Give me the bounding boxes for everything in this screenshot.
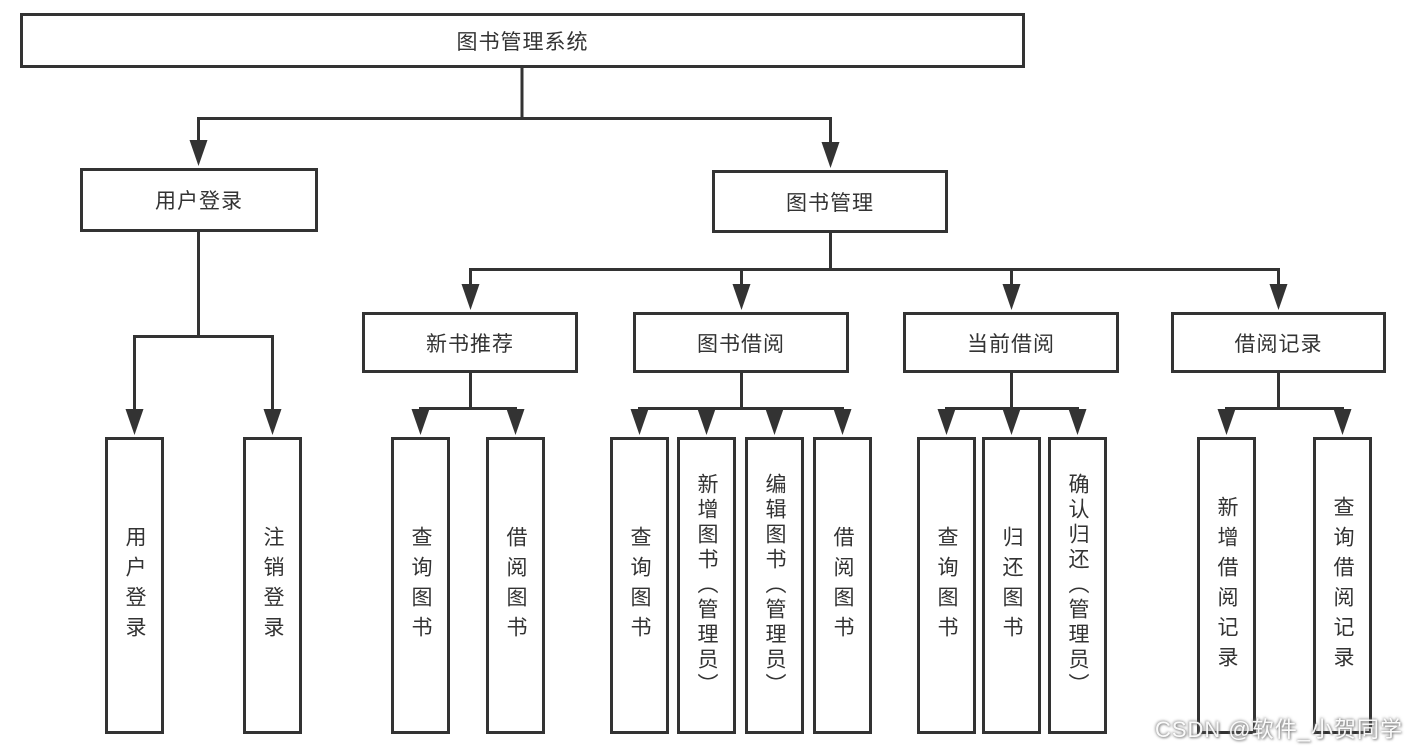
arrowhead xyxy=(461,284,480,310)
arrowhead xyxy=(697,409,716,435)
arrowhead xyxy=(506,409,525,435)
leaf-user-login: 用户登录 xyxy=(105,437,164,734)
leaf-query-books-2: 查询图书 xyxy=(610,437,669,734)
arrowhead xyxy=(1269,284,1288,310)
node-book-management: 图书管理 xyxy=(712,170,948,233)
leaf-add-books-admin: 新增图书（管理员） xyxy=(677,437,736,734)
leaf-query-books-3: 查询图书 xyxy=(917,437,976,734)
leaf-query-books-1: 查询图书 xyxy=(391,437,450,734)
csdn-watermark: CSDN @软件_小贺同学 xyxy=(1154,717,1403,742)
leaf-borrow-books-2: 借阅图书 xyxy=(813,437,872,734)
arrowhead xyxy=(1002,284,1021,310)
arrowhead xyxy=(1217,409,1236,435)
node-new-book-recommend: 新书推荐 xyxy=(362,312,578,373)
leaf-return-books: 归还图书 xyxy=(982,437,1041,734)
arrowhead xyxy=(821,142,840,168)
arrowhead xyxy=(1002,409,1021,435)
leaf-add-borrow-record: 新增借阅记录 xyxy=(1197,437,1256,734)
arrowhead xyxy=(263,409,282,435)
arrowhead xyxy=(630,409,649,435)
node-book-borrowing: 图书借阅 xyxy=(633,312,849,373)
arrowhead xyxy=(765,409,784,435)
node-borrowing-records: 借阅记录 xyxy=(1171,312,1386,373)
arrowhead xyxy=(1068,409,1087,435)
arrowhead xyxy=(833,409,852,435)
node-user-login: 用户登录 xyxy=(80,168,318,232)
node-current-borrowing: 当前借阅 xyxy=(903,312,1119,373)
tree-edges xyxy=(133,68,1344,420)
leaf-query-borrow-record: 查询借阅记录 xyxy=(1313,437,1372,734)
arrowhead xyxy=(937,409,956,435)
leaf-confirm-return-admin: 确认归还（管理员） xyxy=(1048,437,1107,734)
arrowhead xyxy=(125,409,144,435)
arrowhead xyxy=(732,284,751,310)
node-library-system: 图书管理系统 xyxy=(20,13,1025,68)
leaf-logout: 注销登录 xyxy=(243,437,302,734)
leaf-edit-books-admin: 编辑图书（管理员） xyxy=(745,437,804,734)
arrowhead xyxy=(1333,409,1352,435)
leaf-borrow-books-1: 借阅图书 xyxy=(486,437,545,734)
arrowhead xyxy=(189,140,208,166)
arrowheads xyxy=(125,140,1352,435)
arrowhead xyxy=(411,409,430,435)
